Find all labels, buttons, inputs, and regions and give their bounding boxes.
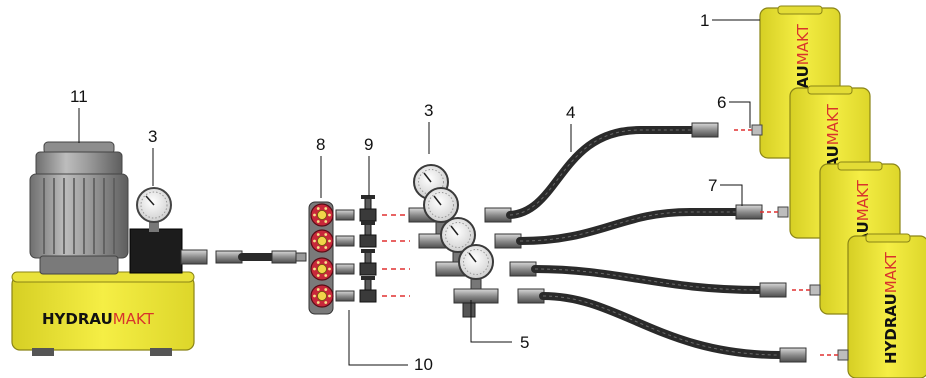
hose-group (484, 122, 807, 363)
pressure-gauge (453, 244, 499, 304)
callout-10: 10 (414, 355, 433, 374)
callout-6: 6 (717, 93, 726, 112)
cylinder-port (777, 206, 789, 218)
hydraulic-hose (517, 288, 807, 363)
cylinder-brand-label: HYDRAUMAKT (882, 251, 900, 364)
gauge-group (408, 164, 499, 318)
hydraulic-hose (494, 204, 763, 249)
hose-fitting (779, 347, 807, 363)
valve-coupler (335, 235, 355, 247)
valve-group (310, 195, 410, 308)
needle-valve (359, 195, 377, 222)
needle-valve (359, 249, 377, 276)
callout-1: 1 (700, 11, 709, 30)
callout-3-pump: 3 (148, 127, 157, 146)
valve-coupler (335, 209, 355, 221)
valve-coupler (335, 290, 355, 302)
pump-unit: HYDRAUMAKT (11, 141, 208, 356)
ball-valve (310, 229, 355, 253)
pump-foot (32, 348, 54, 356)
hydraulic-cylinder: HYDRAUMAKT (820, 233, 926, 378)
cylinder-port (809, 284, 821, 296)
pump-outlet-fitting (180, 249, 208, 265)
callout-4: 4 (566, 103, 575, 122)
callout-3-gauges: 3 (424, 101, 433, 120)
pump-manifold-block (129, 228, 183, 274)
pump-pressure-gauge (136, 187, 172, 232)
callout-9: 9 (364, 135, 373, 154)
hydraulic-hose (509, 261, 787, 298)
callouts: 11 3 8 9 3 4 1 6 7 5 10 (70, 11, 760, 374)
pump-foot (150, 348, 172, 356)
callout-8: 8 (316, 135, 325, 154)
needle-valve (359, 221, 377, 248)
tee-adapter (462, 302, 476, 318)
callout-7: 7 (708, 176, 717, 195)
hose-fitting (735, 204, 763, 220)
hose-fitting (759, 282, 787, 298)
callout-11: 11 (70, 87, 88, 106)
cylinder-port (837, 349, 849, 361)
callout-5: 5 (520, 333, 529, 352)
ball-valve (310, 203, 355, 227)
pump-brand-label: HYDRAUMAKT (42, 310, 155, 328)
cylinder-group: HYDRAUMAKTHYDRAUMAKTHYDRAUMAKTHYDRAUMAKT (734, 5, 926, 378)
ball-valve (310, 284, 355, 308)
ball-valve (310, 257, 355, 281)
hydraulic-hose (484, 122, 719, 223)
cylinder-port (751, 124, 763, 136)
needle-valve (359, 276, 377, 303)
valve-coupler (335, 263, 355, 275)
electric-motor (29, 141, 129, 275)
hose-pump-to-manifold (215, 250, 307, 264)
hose-fitting (691, 122, 719, 138)
